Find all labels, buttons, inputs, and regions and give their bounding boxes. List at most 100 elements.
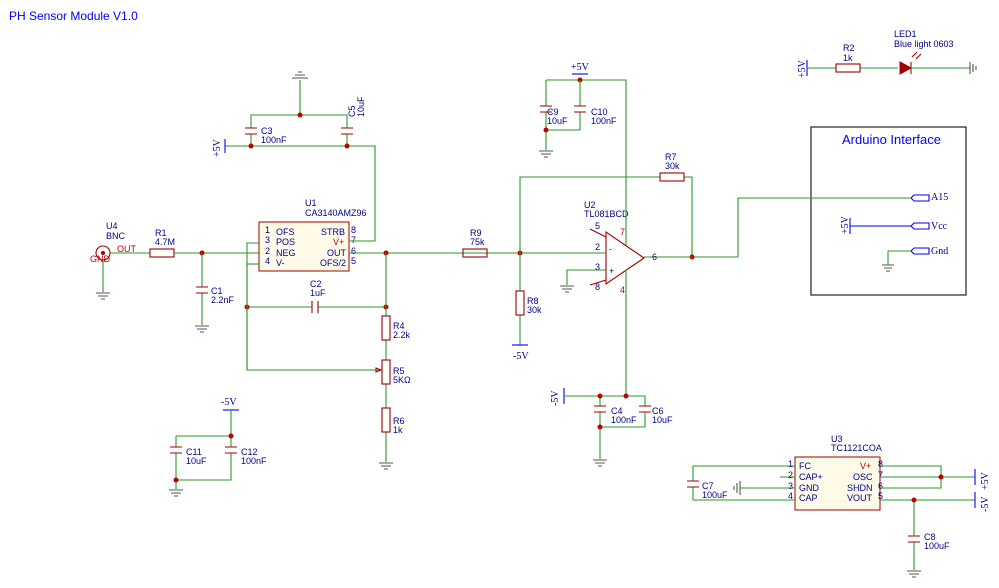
svg-text:CAP+: CAP+ xyxy=(799,472,823,482)
u1-right-pins: STRB V+ OUT OFS/2 8 7 6 5 xyxy=(320,225,356,268)
c5-cap xyxy=(341,127,353,135)
svg-text:6: 6 xyxy=(652,252,657,262)
u4-gnd-label: GND xyxy=(90,254,111,264)
c6-cap xyxy=(594,405,606,413)
u2-plus5-label: +5V xyxy=(571,62,590,73)
c2-ref: C2 xyxy=(310,279,322,289)
svg-text:8: 8 xyxy=(351,225,356,235)
minus5-wire xyxy=(230,264,248,436)
c9-value: 10uF xyxy=(547,116,568,126)
c4-ref-label: C6 xyxy=(652,406,664,416)
arduino-interface-box xyxy=(810,126,967,296)
c10-value: 100nF xyxy=(591,116,617,126)
c11-value: 10uF xyxy=(186,456,207,466)
svg-text:3: 3 xyxy=(595,262,600,272)
r4-value: 2.2k xyxy=(393,330,411,340)
u2-ref: U2 xyxy=(584,200,596,210)
svg-text:4: 4 xyxy=(265,256,270,266)
c2-value: 1uF xyxy=(310,288,326,298)
c9-ground xyxy=(539,150,553,158)
svg-text:OFS/2: OFS/2 xyxy=(320,258,346,268)
svg-text:V-: V- xyxy=(276,258,285,268)
u3-ic-body xyxy=(794,456,881,511)
ground-symbol xyxy=(882,264,894,272)
r2-value: 1k xyxy=(843,53,853,63)
c12-value: 100nF xyxy=(241,456,267,466)
r8-ref: R9 xyxy=(470,228,482,238)
u1-ref: U1 xyxy=(305,198,317,208)
led-power-label: +5V xyxy=(797,59,808,78)
c3-cap xyxy=(245,127,257,135)
c8-value: 100uF xyxy=(924,541,950,551)
r6-ref: R6 xyxy=(393,416,405,426)
port-a15: A15 xyxy=(910,192,948,203)
u1-power-label: +5V xyxy=(212,138,223,157)
c1-ref: C1 xyxy=(211,286,223,296)
u2-opamp-body xyxy=(605,230,645,286)
svg-text:7: 7 xyxy=(878,470,883,480)
u2-minus5-label: -5V xyxy=(550,390,561,406)
u1-ic-body xyxy=(258,221,350,272)
c3-ref: C3 xyxy=(261,126,273,136)
r9-minus5-label: -5V xyxy=(513,351,529,362)
u2-io-wires xyxy=(590,252,692,258)
page-title: PH Sensor Module V1.0 xyxy=(9,9,138,23)
r1-value: 4.7M xyxy=(155,237,175,247)
c11-ground xyxy=(169,489,183,497)
c6-c4-wires xyxy=(564,395,646,459)
svg-text:6: 6 xyxy=(878,481,883,491)
r4-ref: R4 xyxy=(393,321,405,331)
svg-text:1: 1 xyxy=(265,225,270,235)
u2-part: TL081BCD xyxy=(584,209,629,219)
u3-gnd-symbol xyxy=(733,481,741,495)
svg-text:V+: V+ xyxy=(860,461,871,471)
svg-text:2: 2 xyxy=(595,242,600,252)
led1-value: Blue light 0603 xyxy=(894,39,954,49)
c7-ref: C7 xyxy=(702,481,714,491)
u3-right-pins: V+ OSC SHDN VOUT 8 7 6 5 xyxy=(847,459,883,503)
svg-text:2: 2 xyxy=(788,470,793,480)
c1-cap xyxy=(196,286,208,294)
r9-resistor xyxy=(515,290,525,316)
svg-text:NEG: NEG xyxy=(276,248,296,258)
svg-text:4: 4 xyxy=(620,285,625,295)
c10-cap xyxy=(574,105,586,113)
svg-text:5: 5 xyxy=(351,256,356,266)
svg-text:3: 3 xyxy=(788,481,793,491)
u3-left-wires xyxy=(692,465,795,501)
u1-vplus-wire xyxy=(225,145,376,242)
r1-resistor xyxy=(149,248,175,258)
u3-right-wires xyxy=(880,465,975,570)
svg-text:8: 8 xyxy=(878,459,883,469)
svg-text:CAP: CAP xyxy=(799,493,818,503)
r7-feedback-wire xyxy=(519,176,693,257)
led-ground xyxy=(969,62,977,74)
svg-text:7: 7 xyxy=(351,235,356,245)
svg-text:6: 6 xyxy=(351,246,356,256)
c3-value: 100nF xyxy=(261,135,287,145)
u3-ref: U3 xyxy=(831,434,843,444)
r6-ground xyxy=(379,462,393,470)
c12-cap xyxy=(225,446,237,454)
c3-c5-wires xyxy=(250,80,348,146)
svg-text:FC: FC xyxy=(799,461,811,471)
vcc-power-label: +5V xyxy=(840,215,851,234)
c8-ground xyxy=(907,570,921,578)
svg-text:8: 8 xyxy=(595,282,600,292)
c6-value: 100nF xyxy=(611,415,637,425)
r9-ref: R8 xyxy=(527,296,539,306)
top-ground xyxy=(292,71,308,79)
u3-left-pins: FC CAP+ GND CAP 1 2 3 4 xyxy=(788,459,823,503)
c5-value: 10uF xyxy=(356,96,366,117)
svg-text:VOUT: VOUT xyxy=(847,493,873,503)
u2-pin-stubs xyxy=(589,228,607,286)
u2-plus-ground xyxy=(560,285,574,293)
r2-resistor xyxy=(835,63,861,73)
svg-text:2: 2 xyxy=(265,246,270,256)
port-vcc-label: Vcc xyxy=(931,221,948,232)
svg-text:OSC: OSC xyxy=(853,472,873,482)
u1-part: CA3140AMZ96 xyxy=(305,208,367,218)
c10-ref: C10 xyxy=(591,107,608,117)
c8-ref: C8 xyxy=(924,532,936,542)
